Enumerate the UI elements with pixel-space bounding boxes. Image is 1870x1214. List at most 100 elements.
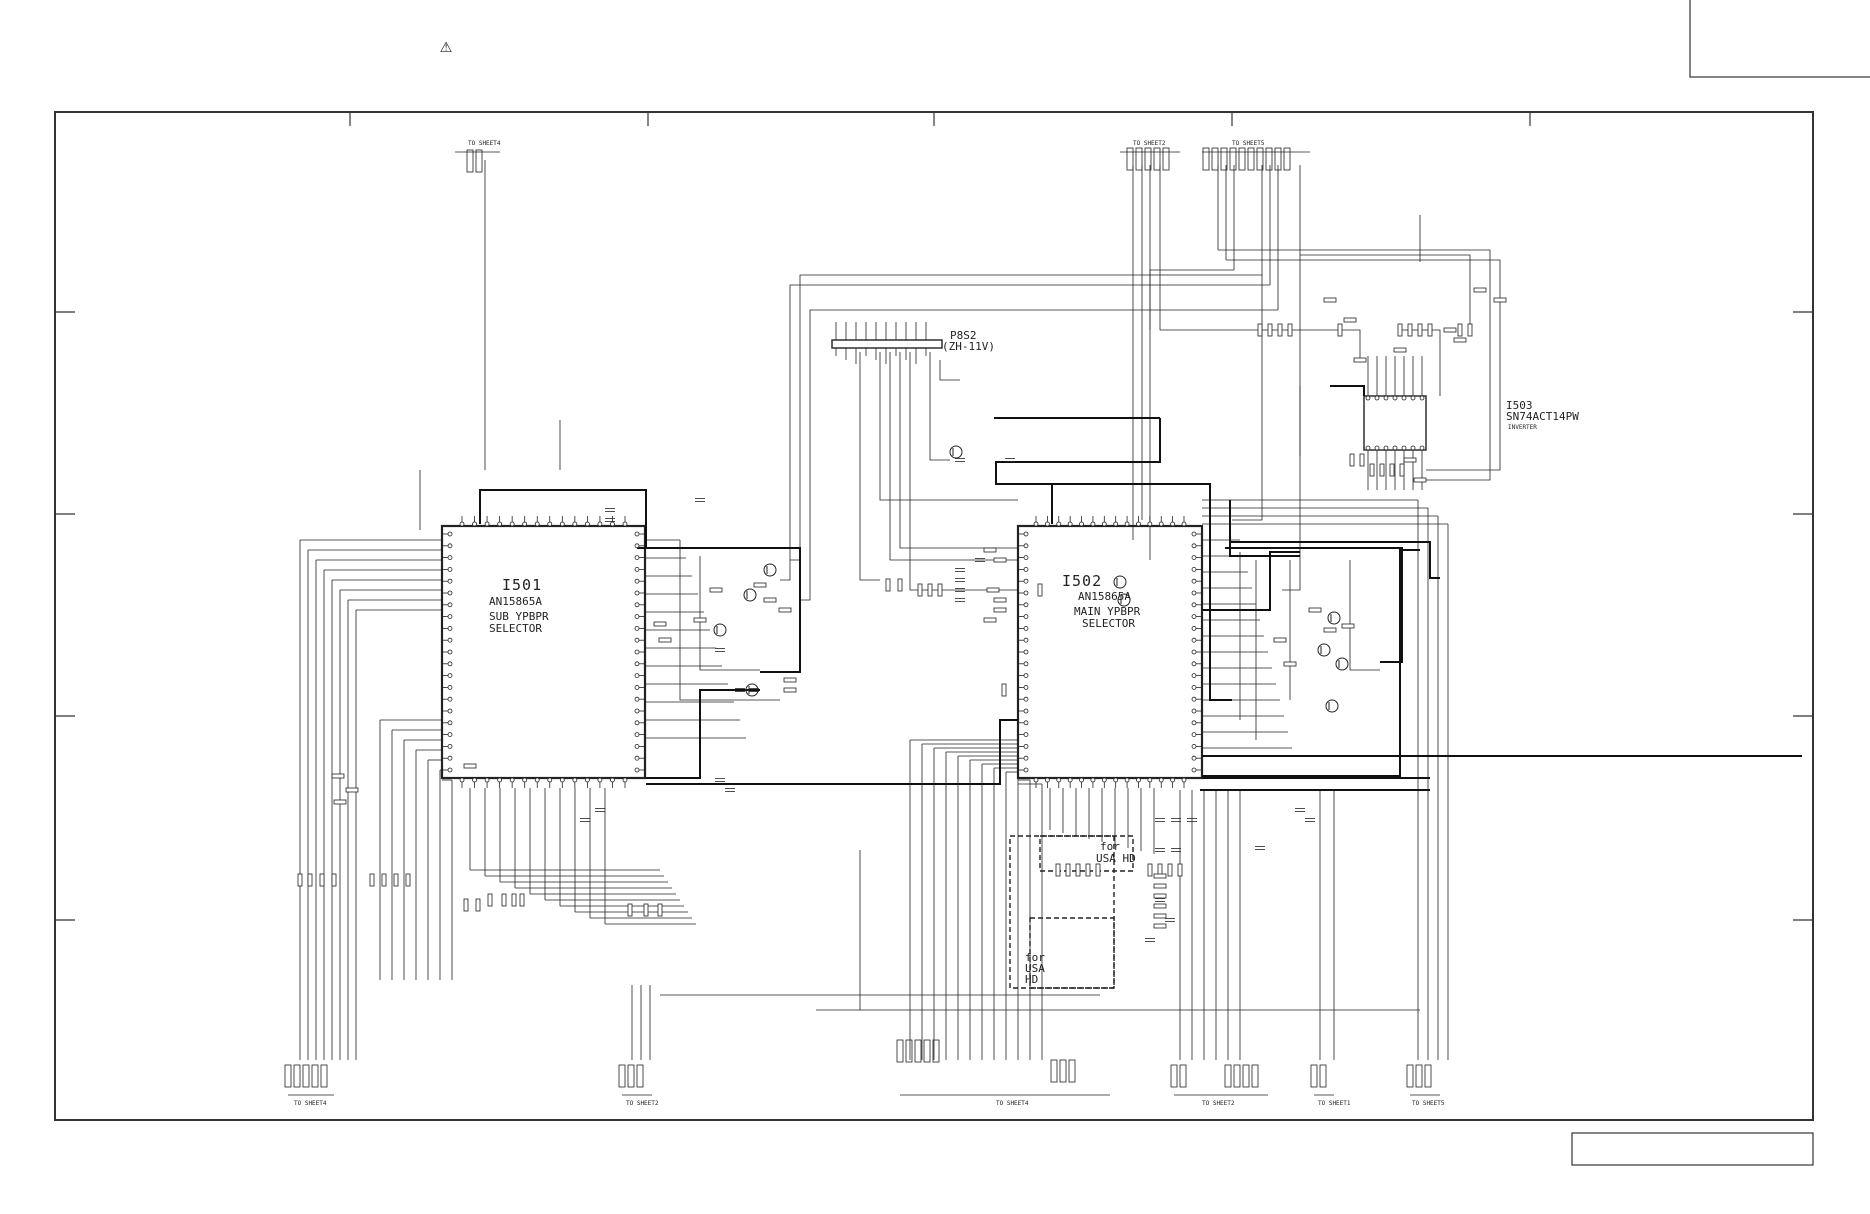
ic-pin [1170, 521, 1176, 527]
ic-pin [459, 521, 465, 527]
ic-pin [1023, 696, 1029, 702]
bus-line [1202, 551, 1300, 611]
signal-flag [1415, 1064, 1423, 1088]
ic-pin [1023, 637, 1029, 643]
ic-pin [634, 649, 640, 655]
grid-ticks [55, 112, 1813, 921]
ic-pin [1410, 445, 1416, 451]
ic-pin [1113, 777, 1119, 783]
ic-pin [1023, 732, 1029, 737]
connector-p8s2-type: (ZH-11V) [942, 340, 995, 353]
resistor [993, 597, 1007, 603]
transistor [763, 563, 777, 577]
resistor [1403, 457, 1417, 463]
resistor [1323, 297, 1337, 303]
ic-pin [634, 602, 640, 608]
ic-i502-part: AN15865A [1078, 590, 1131, 603]
signal-flag [320, 1064, 328, 1088]
transistor [1327, 611, 1341, 625]
signal-flag [475, 149, 483, 173]
signal-flag [1153, 147, 1161, 171]
ic-pin [1191, 755, 1197, 761]
ic-pin [1056, 777, 1062, 783]
ic-pin [447, 567, 453, 572]
resistor [1075, 863, 1081, 877]
resistor [1055, 863, 1061, 877]
ic-pin [634, 543, 640, 549]
signal-flag [905, 1039, 913, 1063]
ic-pins [442, 390, 1425, 788]
ic-pin [597, 521, 603, 527]
wire [879, 352, 1018, 501]
ic-pin [634, 614, 640, 619]
signal-flag [1283, 147, 1291, 171]
ic-pin [1023, 555, 1029, 560]
ic-pin [1191, 614, 1197, 619]
ic-pin [447, 685, 453, 690]
ic-pin [584, 521, 590, 527]
ic-pin [522, 521, 528, 527]
ic-pin [1401, 445, 1407, 451]
ic-pin [1023, 755, 1029, 761]
resistor [405, 873, 411, 887]
ic-pin [497, 777, 503, 783]
ic-pin [1023, 720, 1029, 726]
resistor [1153, 923, 1167, 929]
signal-flag [1251, 1064, 1259, 1088]
resistor [653, 621, 667, 627]
ic-pin [634, 578, 640, 584]
ic-pin [1191, 708, 1197, 714]
resistor [1341, 623, 1355, 629]
resistor [658, 637, 672, 643]
ic-pin [534, 521, 540, 527]
ic-pin [447, 578, 453, 584]
bus-line [995, 418, 1161, 485]
ic-pin [1191, 590, 1197, 596]
resistor [885, 578, 891, 592]
resistor [993, 557, 1007, 563]
resistor [1085, 863, 1091, 877]
option-box-region-a [1009, 835, 1115, 989]
title-corner-box [1689, 0, 1870, 78]
signal-flag [1256, 147, 1264, 171]
transistor [713, 623, 727, 637]
wire [1160, 329, 1361, 360]
option-box-usa-hd-label-2: USA HD [1096, 852, 1136, 865]
ic-pin [447, 696, 453, 702]
ic-i502-function: MAIN YPBPR [1074, 605, 1141, 618]
ic-pin [1191, 567, 1197, 572]
resistor [501, 893, 507, 907]
signal-flag [284, 1064, 292, 1088]
ic-pin [1158, 777, 1164, 783]
resistor [1493, 297, 1507, 303]
wire [859, 352, 880, 581]
ic-pin [1191, 543, 1197, 549]
wire [1149, 269, 1234, 330]
ic-pin [1056, 521, 1062, 527]
ic-pin [447, 744, 453, 749]
resistor [778, 607, 792, 613]
ic-pin [584, 777, 590, 783]
sheet-ref-bottom-6: TO SHEET5 [1412, 1100, 1445, 1107]
ic-pin [447, 637, 453, 643]
ic-i501-ref: I501 [502, 576, 542, 594]
signal-flag [1202, 147, 1210, 171]
ic-pin [447, 543, 453, 549]
ic-pin [447, 626, 453, 631]
resistor [369, 873, 375, 887]
resistor [937, 583, 943, 597]
resistor [331, 873, 337, 887]
signal-flag [311, 1064, 319, 1088]
signal-flag [466, 149, 474, 173]
resistor [1153, 903, 1167, 909]
resistor [1323, 627, 1337, 633]
ic-pin [447, 614, 453, 619]
ic-pin [547, 521, 553, 527]
bus-line [637, 547, 801, 673]
transistors [713, 445, 1349, 713]
transistor [743, 588, 757, 602]
bus-line [1230, 541, 1440, 579]
resistor [1001, 683, 1007, 697]
resistor [753, 582, 767, 588]
